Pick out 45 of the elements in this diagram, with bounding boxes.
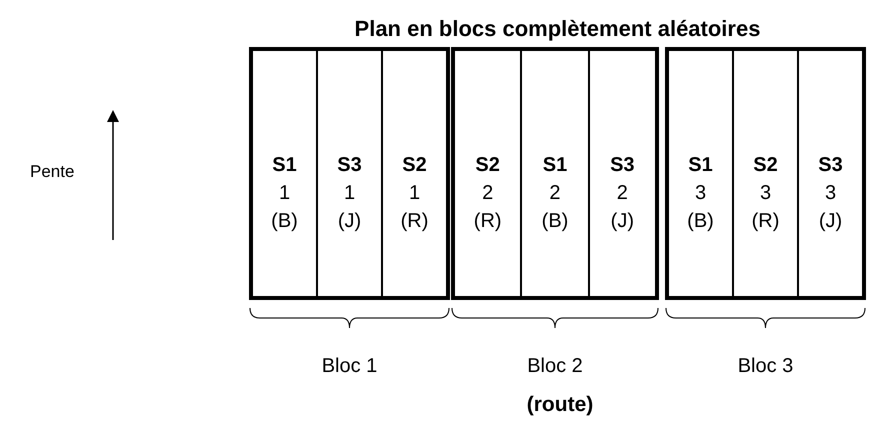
plot-box (520, 49, 590, 298)
block-frame (665, 47, 866, 300)
plot-box (453, 49, 522, 298)
plot-box (251, 49, 318, 298)
plot-label: S2 (475, 152, 500, 178)
road-label: (route) (526, 393, 594, 417)
color-code: (B) (542, 208, 568, 234)
block-frame (451, 47, 659, 300)
color-code: (B) (271, 208, 298, 234)
plot-label: S2 (753, 152, 778, 178)
block-caption: Bloc 2 (526, 355, 584, 378)
plot-box (667, 49, 734, 298)
color-code: (R) (752, 208, 780, 234)
plot-box (381, 49, 448, 298)
plot-label: S1 (272, 152, 297, 178)
block-number: 1 (344, 180, 356, 206)
slope-label: Pente (30, 162, 74, 182)
plot-box (588, 49, 657, 298)
color-code: (R) (474, 208, 502, 234)
block-frame (249, 47, 450, 300)
plot-label: S3 (610, 152, 635, 178)
block-caption: Bloc 3 (736, 355, 794, 378)
block-number: 2 (616, 180, 628, 206)
block-number: 2 (482, 180, 494, 206)
plot-box (797, 49, 864, 298)
plot-label: S3 (337, 152, 362, 178)
color-code: (R) (400, 208, 428, 234)
plot-label: S1 (688, 152, 713, 178)
block-number: 2 (549, 180, 561, 206)
color-code: (J) (610, 208, 634, 234)
plot-label: S1 (542, 152, 568, 178)
color-code: (B) (687, 208, 714, 234)
block-caption: Bloc 1 (320, 355, 378, 378)
plot-box (316, 49, 383, 298)
block-number: 3 (694, 180, 706, 206)
block-number: 1 (278, 180, 290, 206)
color-code: (J) (818, 208, 842, 234)
plot-box (732, 49, 799, 298)
block-number: 3 (824, 180, 836, 206)
color-code: (J) (338, 208, 362, 234)
block-number: 3 (760, 180, 772, 206)
diagram-title: Plan en blocs complètement aléatoires (354, 16, 762, 42)
block-number: 1 (408, 180, 420, 206)
plot-label: S3 (818, 152, 843, 178)
plot-label: S2 (402, 152, 427, 178)
